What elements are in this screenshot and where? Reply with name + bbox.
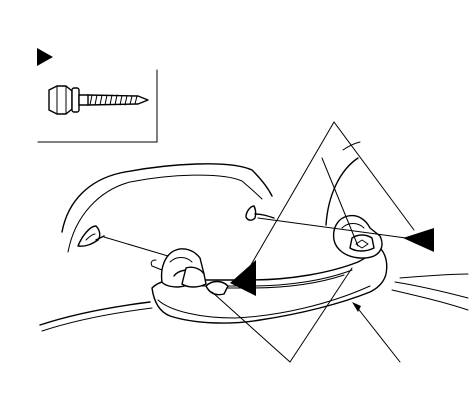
legend-frame [37, 69, 158, 143]
triangle-marker-left [230, 260, 256, 296]
fastener-legend [37, 48, 158, 143]
callout-lines [211, 121, 415, 363]
mounting-clip-right [245, 205, 275, 221]
roof-panel [39, 141, 469, 332]
triangle-marker-legend [37, 48, 53, 66]
fastener-screw [48, 85, 149, 115]
triangle-marker-right [403, 228, 434, 252]
alignment-lines [103, 217, 407, 257]
mounting-clip-left [77, 225, 105, 247]
